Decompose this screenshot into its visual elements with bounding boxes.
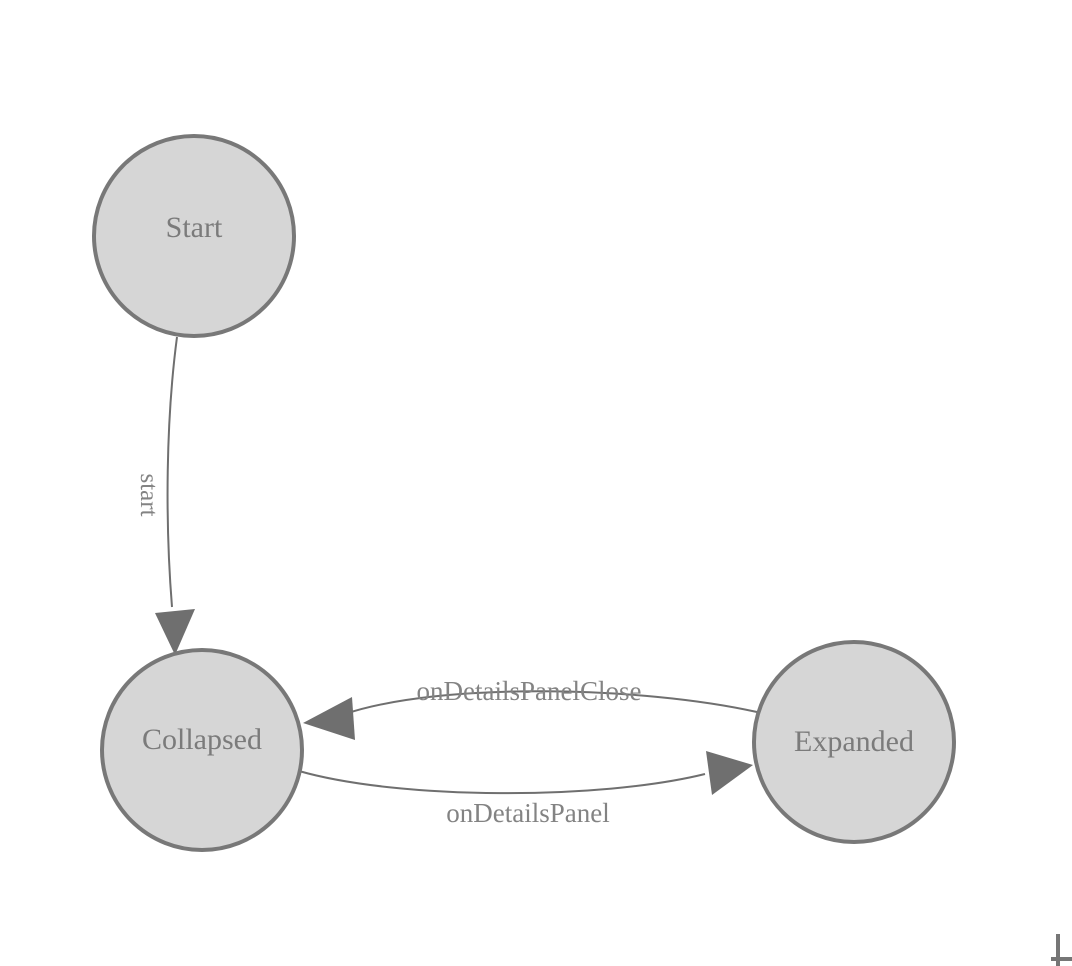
node-expanded-label: Expanded [794,725,914,758]
node-expanded[interactable]: Expanded [752,640,956,844]
node-start-circle [92,134,296,338]
edge-expanded-to-collapsed[interactable]: onDetailsPanelClose [303,676,758,740]
node-expanded-circle [752,640,956,844]
edge-path-start-collapsed [166,336,178,608]
edge-label-start: start [135,473,162,516]
edge-collapsed-to-expanded[interactable]: onDetailsPanel [298,751,753,828]
edge-path-expanded-collapsed [344,690,758,715]
node-collapsed-label: Collapsed [142,723,262,756]
node-start-label: Start [166,211,223,244]
resize-corner-horizontal-bar [1051,957,1072,961]
node-collapsed-circle [100,648,304,852]
edge-start-to-collapsed[interactable]: start [135,336,195,655]
node-start[interactable]: Start [92,134,296,338]
edge-label-on-details-panel-close: onDetailsPanelClose [417,676,642,706]
edge-path-collapsed-expanded [298,770,706,795]
node-collapsed[interactable]: Collapsed [100,648,304,852]
arrowhead-into-expanded [706,751,753,795]
resize-corner-handle[interactable] [1051,934,1072,966]
edge-label-on-details-panel: onDetailsPanel [446,798,609,828]
arrowhead-into-collapsed-top [155,609,195,655]
resize-corner-vertical-bar [1056,934,1060,966]
arrowhead-into-collapsed-right [303,697,355,740]
